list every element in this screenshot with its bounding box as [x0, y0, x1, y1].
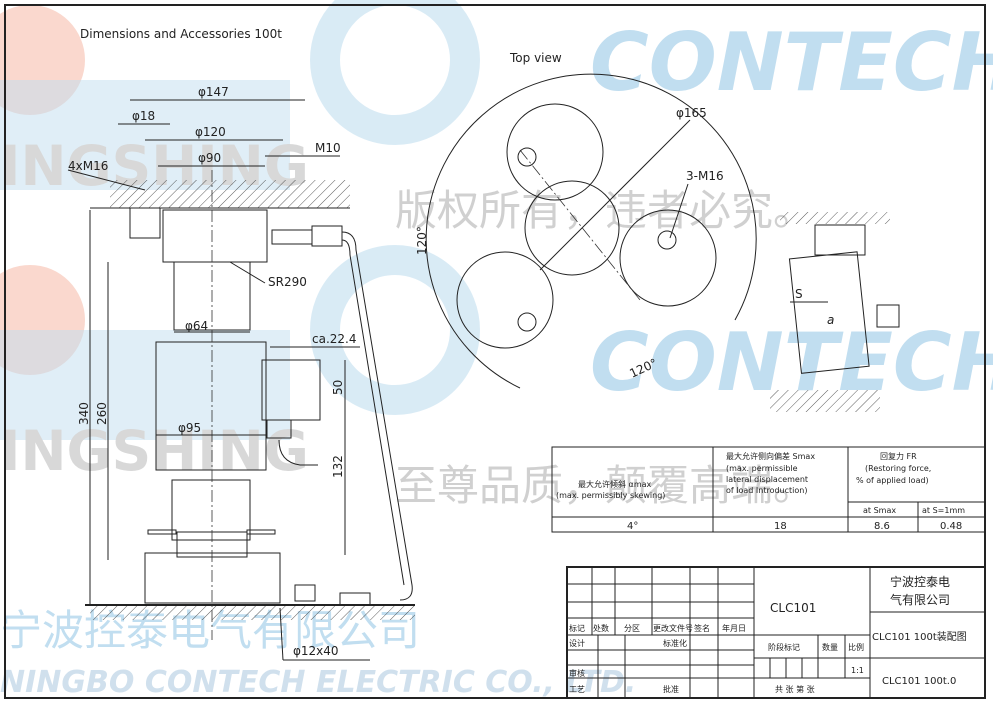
dim-4xm16: 4xM16 [68, 159, 108, 173]
spec-table: 最大允许倾斜 αmax (max. permissibly skewing) 最… [551, 446, 986, 533]
label-mark: 标记 [569, 623, 585, 633]
label-date: 年月日 [722, 623, 746, 633]
dim-d64: φ64 [185, 319, 208, 333]
dim-d95: φ95 [178, 421, 201, 435]
drawing-name: CLC101 100t装配图 [872, 630, 967, 643]
model-number: CLC101 [770, 601, 816, 615]
dim-sr290: SR290 [268, 275, 307, 289]
svg-text:INGSHING: INGSHING [0, 419, 309, 483]
drawing-title: Dimensions and Accessories 100t [80, 27, 282, 41]
dim-h132: 132 [331, 455, 345, 478]
col2-header-cn: 最大允许侧向偏差 Smax [726, 451, 815, 461]
watermark-copyright: 版权所有，违者必究。 [395, 186, 815, 235]
value-fr-s1mm: 0.48 [940, 521, 962, 532]
col2-header-en1: (max. permissible [726, 464, 798, 473]
col3-sub-s1mm: at S=1mm [922, 506, 965, 515]
label-zone: 分区 [624, 624, 640, 633]
label-ratio: 比例 [848, 642, 864, 652]
title-block: CLC101 宁波控泰电 气有限公司 CLC101 100t装配图 CLC101… [566, 566, 986, 699]
dim-d90: φ90 [198, 151, 221, 165]
dim-h260: 260 [95, 402, 109, 425]
dim-bolt: φ12x40 [293, 644, 339, 658]
watermark-company-en: NINGBO CONTECH ELECTRIC CO., LTD. [0, 665, 636, 700]
col1-header-cn: 最大允许倾斜 αmax [578, 479, 652, 489]
col2-header-en2: lateral displacement [726, 475, 808, 484]
detail-s: S [795, 287, 803, 301]
dim-3m16: 3-M16 [686, 169, 724, 183]
label-sign: 签名 [694, 623, 710, 633]
label-review: 审核 [569, 668, 585, 678]
col3-header-cn: 回复力 FR [880, 451, 917, 461]
col1-header-en: (max. permissibly skewing) [556, 491, 665, 500]
label-count: 处数 [593, 623, 609, 633]
label-qty: 数量 [822, 642, 838, 652]
dim-d18: φ18 [132, 109, 155, 123]
dim-d165: φ165 [676, 106, 707, 120]
value-lateral: 18 [774, 521, 787, 532]
dim-h340: 340 [77, 402, 91, 425]
angle-120-a: 120° [415, 226, 429, 255]
label-design: 设计 [569, 638, 585, 648]
label-sheets: 共 张 第 张 [775, 684, 815, 694]
dim-m10: M10 [315, 141, 341, 155]
top-view-label: Top view [509, 51, 562, 65]
company-name-1: 宁波控泰电 [890, 574, 950, 589]
detail-a: a [827, 313, 834, 327]
value-skew: 4° [627, 521, 638, 532]
drawing-number: CLC101 100t.0 [882, 676, 956, 687]
label-std: 标准化 [663, 638, 687, 648]
label-approve: 批准 [663, 684, 679, 694]
label-doc: 更改文件号 [653, 623, 693, 633]
col3-sub-smax: at Smax [863, 506, 896, 515]
label-stage: 阶段标记 [768, 642, 800, 652]
top-view: φ165 3-M16 120° 120° [415, 73, 757, 389]
drawing-frame [4, 4, 986, 699]
skew-detail: S a [770, 212, 900, 412]
watermark-quality: 至尊品质，颠覆高端。 [395, 461, 815, 510]
col3-header-en2: % of applied load) [856, 476, 929, 485]
value-fr-smax: 8.6 [874, 521, 890, 532]
label-process: 工艺 [569, 685, 585, 694]
dim-d147: φ147 [198, 85, 229, 99]
company-name-2: 气有限公司 [890, 592, 950, 607]
watermark-logo: CONTECH [590, 16, 993, 109]
dim-d120: φ120 [195, 125, 226, 139]
dim-h50: 50 [331, 380, 345, 395]
dim-ca22: ca.22.4 [312, 332, 356, 346]
col3-header-en1: (Restoring force, [865, 464, 931, 473]
scale-value: 1:1 [851, 666, 864, 675]
side-view: φ147 φ18 φ120 φ90 M10 4xM16 SR290 φ64 ca… [67, 85, 415, 661]
col2-header-en3: of load Introduction) [726, 486, 807, 495]
